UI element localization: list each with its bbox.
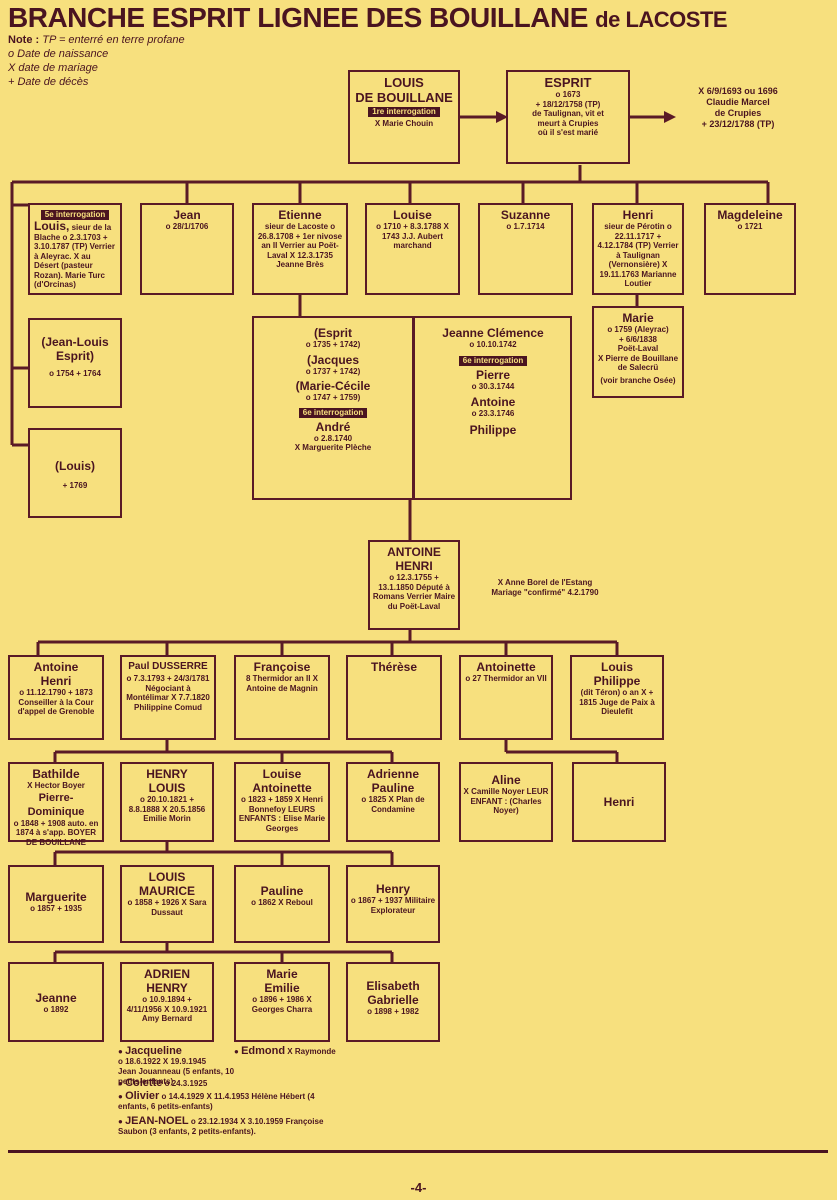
jean-louis-esprit-box: (Jean-Louis Esprit)o 1754 + 1764 — [28, 318, 122, 408]
interrogation-badge: 6e interrogation — [298, 407, 368, 418]
descendant-colette: ● Colette o 24.3.1925 — [118, 1077, 208, 1089]
descendant-edmond: ● Edmond X Raymonde — [234, 1045, 336, 1057]
interrogation-badge: 6e interrogation — [458, 355, 528, 366]
footer-rule — [8, 1150, 828, 1153]
esprit-box: ESPRIT o 1673 + 18/12/1758 (TP) de Tauli… — [506, 70, 630, 164]
esprit-spouse: X 6/9/1693 ou 1696 Claudie Marcel de Cru… — [698, 86, 778, 129]
louis-box: 5e interrogation Louis, sieur de la Blac… — [28, 203, 122, 295]
note-line: o Date de naissance — [8, 48, 109, 60]
descendant-jean-noel: ● JEAN-NOEL o 23.12.1934 X 3.10.1959 Fra… — [118, 1115, 324, 1137]
interrogation-badge: 5e interrogation — [40, 210, 110, 220]
descendant-olivier: ● Olivier o 14.4.1929 X 11.4.1953 Hélène… — [118, 1090, 315, 1112]
louis-de-bouillane-box: LOUIS DE BOUILLANE 1re interrogation X M… — [348, 70, 460, 164]
note-line: + Date de décès — [8, 76, 89, 88]
louis-child-box: (Louis)+ 1769 — [28, 428, 122, 518]
marie-box: Marie o 1759 (Aleyrac) + 6/6/1838 Poët-L… — [592, 306, 684, 398]
louis-philippe-box: Louis Philippe(dit Téron) o an X + 1815 … — [570, 655, 664, 740]
henri-jr-box: Henri — [572, 762, 666, 842]
page-number: -4- — [410, 1180, 427, 1195]
note-line: Note : TP = enterré en terre profane — [8, 34, 185, 46]
descendant-jacqueline: ● Jacqueline o 18.6.1922 X 19.9.1945 Jea… — [118, 1045, 235, 1087]
antoine-marriage: X Anne Borel de l'Estang Mariage "confir… — [491, 578, 599, 597]
antoine-henri-box: ANTOINE HENRI o 12.3.1755 + 13.1.1850 Dé… — [368, 540, 460, 630]
therese-box: Thérèse — [346, 655, 442, 740]
note-line: X date de mariage — [8, 62, 98, 74]
page-title: BRANCHE ESPRIT LIGNEE DES BOUILLANE de L… — [8, 2, 728, 33]
interrogation-badge: 1re interrogation — [368, 107, 440, 117]
